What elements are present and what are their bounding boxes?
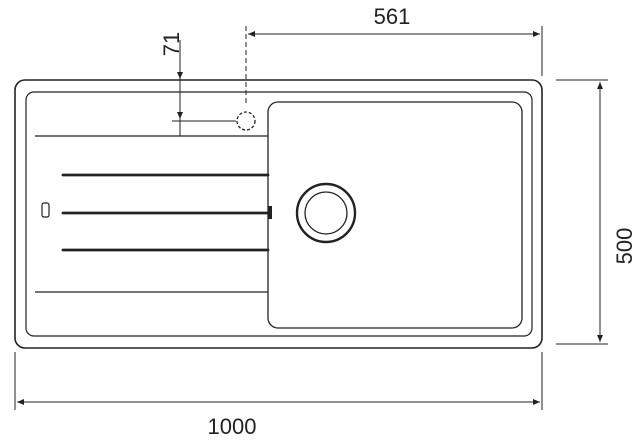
overflow-slot [41,202,50,218]
waste-outlet-outer [295,182,357,244]
sink-inner-surface [25,91,533,337]
sink-outer-rim [14,79,543,349]
bowl [267,101,523,329]
tap-hole-circle [236,111,256,131]
drainer-nub [268,206,272,219]
waste-outlet-inner [304,191,348,235]
sink-outline [14,79,543,349]
dim-561-label: 561 [374,4,411,29]
bowl-outline [267,101,523,329]
dim-1000-label: 1000 [208,414,257,439]
tap-hole [236,111,256,131]
dimension-lines [14,26,608,410]
dimension-labels: 561 1000 500 71 [159,4,637,439]
dim-500-label: 500 [612,228,637,265]
dim-71-label: 71 [159,32,184,56]
drainer-area [35,135,272,293]
